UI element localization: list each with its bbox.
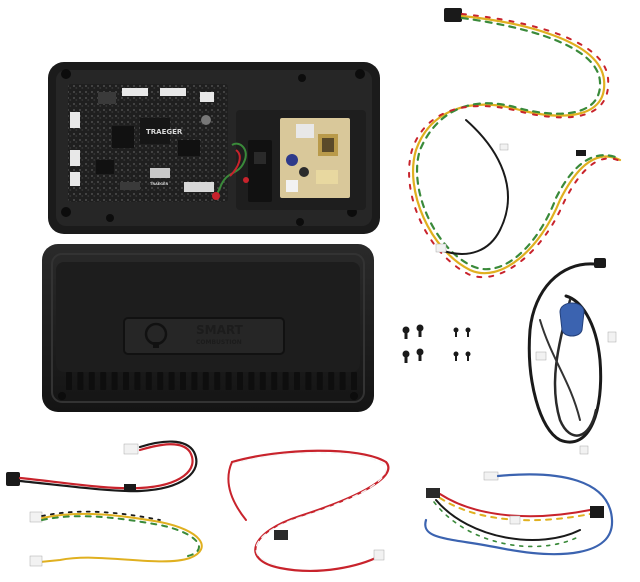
vent-slot: [259, 372, 266, 390]
vent-slot: [294, 372, 300, 390]
controller-board-assembly: TRAEGER TRAEGER: [48, 62, 380, 234]
vent-slot: [305, 372, 312, 390]
bottom-left-harness: [29, 510, 203, 567]
vent-slot: [214, 372, 221, 390]
vent-slot: [168, 372, 175, 390]
bottom-right-harness: [424, 471, 614, 556]
screws: [402, 324, 471, 363]
vent-slot: [111, 372, 118, 390]
logo-line-1: SMART: [196, 323, 244, 337]
vent-slot: [271, 372, 278, 390]
vent-slot: [339, 372, 346, 390]
vent-slot: [123, 372, 129, 390]
vent-slot: [134, 372, 141, 390]
chip-label-text: TRAEGER: [150, 182, 168, 186]
vent-slot: [248, 372, 255, 390]
vent-slot: [237, 372, 243, 390]
vent-slot: [316, 372, 323, 390]
vent-slot: [66, 372, 72, 390]
vent-slot: [157, 372, 164, 390]
logo-line-2: COMBUSTION: [196, 339, 242, 346]
vent-slot: [88, 372, 95, 390]
vent-slot: [191, 372, 198, 390]
top-right-harness: [408, 8, 623, 279]
vent-slot: [282, 372, 289, 390]
vent-slot: [225, 372, 232, 390]
red-black-cable: [6, 440, 198, 493]
vent-slot: [328, 372, 335, 390]
vent-slot: [100, 372, 107, 390]
red-white-cable: [227, 449, 390, 572]
board-brand-text: TRAEGER: [146, 128, 183, 136]
blue-probe-clip: [559, 302, 585, 337]
vent-slot: [77, 372, 84, 390]
housing-lid: SMART COMBUSTION: [42, 244, 374, 412]
vent-slot: [180, 372, 186, 390]
vent-slot: [145, 372, 152, 390]
vent-slots: [66, 372, 357, 390]
right-black-harness: [527, 258, 617, 455]
vent-slot: [351, 372, 357, 390]
vent-slot: [202, 372, 209, 390]
